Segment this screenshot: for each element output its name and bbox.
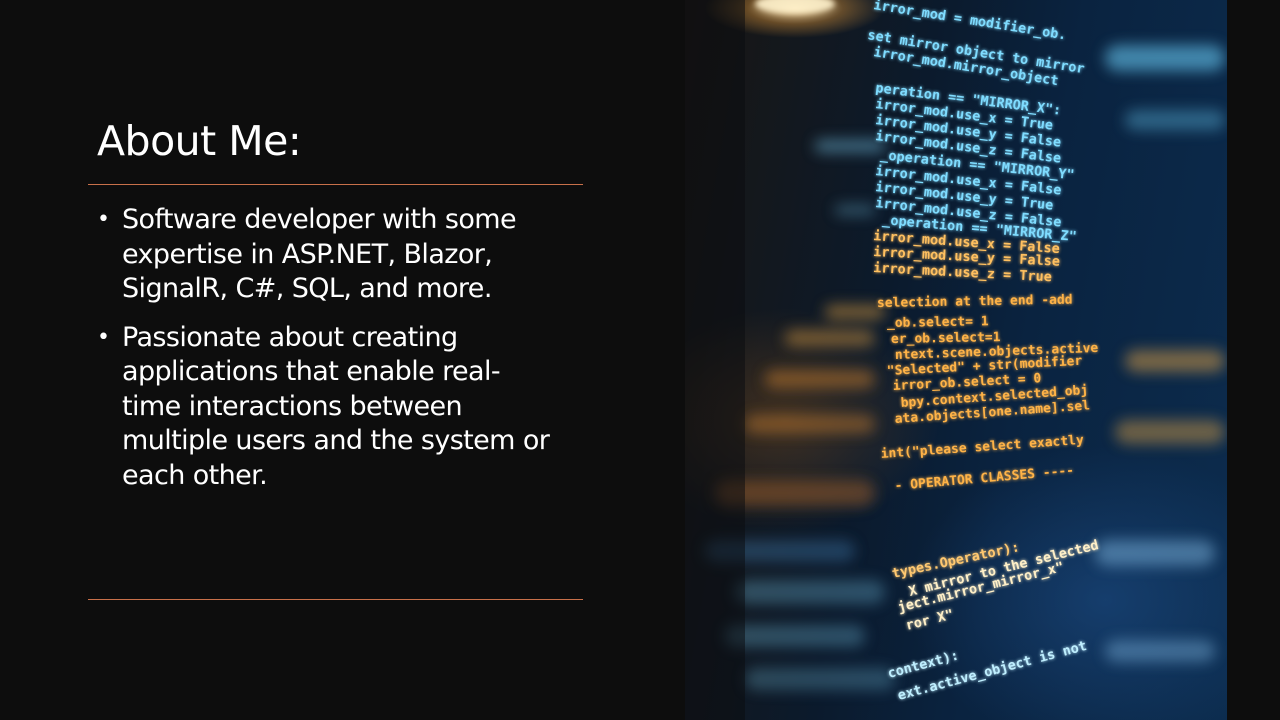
bullet-item: • Passionate about creating applications… <box>97 321 587 494</box>
code-photo: irror_mod = modifier_ob. set mirror obje… <box>685 0 1227 720</box>
code-line: - OPERATOR CLASSES ---- <box>894 463 1075 494</box>
bullet-line: applications that enable real- <box>122 356 501 387</box>
code-line: int("please select exactly <box>880 433 1084 462</box>
bullet-line: expertise in ASP.NET, Blazor, <box>122 238 493 270</box>
bullet-item: • Software developer with some expertise… <box>97 203 587 307</box>
code-block-lower-blue: context): ext.active_object is not <box>886 638 1089 704</box>
code-photo-svg: irror_mod = modifier_ob. set mirror obje… <box>685 0 1225 720</box>
bullet-line: multiple users and the system or <box>122 425 550 456</box>
code-line: ntext.scene.objects.active <box>895 341 1099 363</box>
bokeh-blobs <box>705 45 1225 690</box>
code-block-blue: irror_mod = modifier_ob. set mirror obje… <box>866 0 1085 245</box>
bullet-icon: • <box>97 207 110 232</box>
slide-title: About Me: <box>97 117 302 165</box>
bullet-line: SignalR, C#, SQL, and more. <box>122 273 492 304</box>
footer-divider <box>88 599 583 600</box>
bullet-line: time interactions between <box>122 390 463 422</box>
code-line: er_ob.select=1 <box>891 330 1001 347</box>
code-block-orange: selection at the end -add _ob.select= 1 … <box>877 293 1099 494</box>
bullet-line: Passionate about creating <box>122 321 458 353</box>
bullet-list: • Software developer with some expertise… <box>97 203 587 507</box>
bullet-line: Software developer with some <box>122 204 517 235</box>
bullet-line: each other. <box>122 459 268 491</box>
code-line: _ob.select= 1 <box>887 314 989 331</box>
bullet-icon: • <box>97 324 110 350</box>
code-line: selection at the end -add <box>877 293 1073 311</box>
title-divider <box>88 184 583 185</box>
vignette <box>685 0 745 720</box>
light-glare <box>755 0 835 14</box>
